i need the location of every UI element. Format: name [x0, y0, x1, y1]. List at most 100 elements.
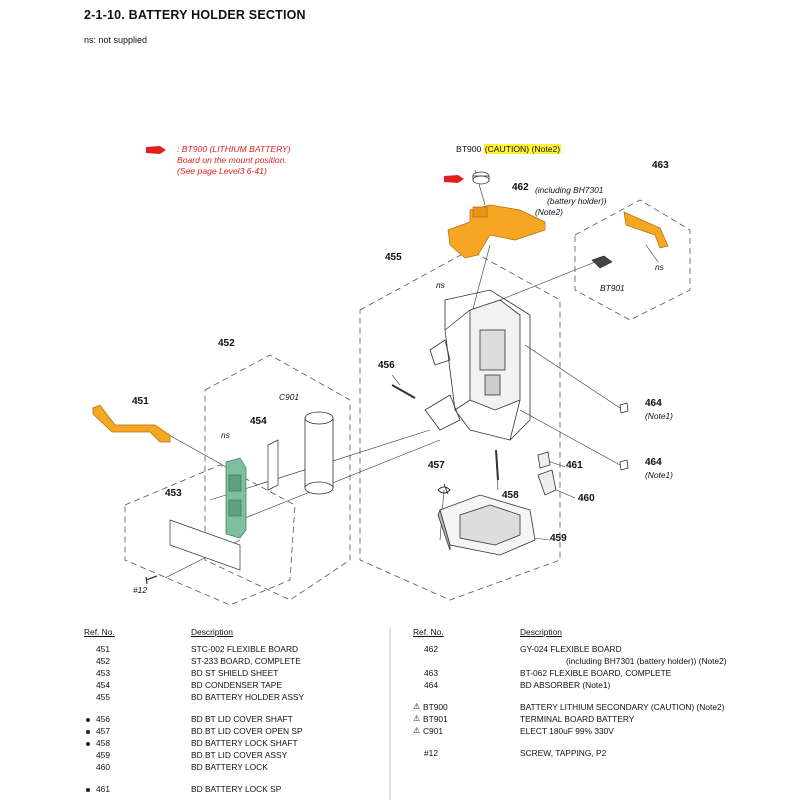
label-462-detail-3: (Note2): [535, 207, 563, 217]
table-ref-cell: 463: [424, 668, 438, 678]
label-454: 454: [250, 416, 267, 427]
warning-line-1: : BT900 (LITHIUM BATTERY): [177, 144, 291, 154]
lid-cover-open-spring-457: [437, 483, 451, 495]
table-desc-cell: BD BATTERY LOCK: [191, 762, 268, 772]
board-452: [225, 457, 247, 539]
group-outline-452: [204, 354, 351, 601]
table-desc-cell: GY-024 FLEXIBLE BOARD: [520, 644, 622, 654]
caution-triangle-icon: ⚠: [413, 714, 421, 723]
label-462-detail-1: (including BH7301: [535, 185, 604, 195]
bt900-caption-prefix: BT900: [456, 144, 484, 154]
table-ref-cell: BT901: [423, 714, 448, 724]
table-desc-cell: BATTERY LITHIUM SECONDARY (CAUTION) (Not…: [520, 702, 725, 712]
lithium-battery-warning: : BT900 (LITHIUM BATTERY) Board on the m…: [177, 144, 291, 177]
table-desc-cell: BD BATTERY HOLDER ASSY: [191, 692, 305, 702]
flexible-board-451: [92, 404, 171, 443]
table-ref-cell: 454: [96, 680, 110, 690]
battery-holder-assy-455: [424, 289, 531, 441]
label-456: 456: [378, 360, 395, 371]
pointing-hand-icon: [444, 175, 464, 183]
table-desc-cell: BD BATTERY LOCK SP: [191, 784, 282, 794]
table-ref-cell: 461: [96, 784, 110, 794]
header-ref-right: Ref. No.: [413, 627, 444, 637]
label-458: 458: [502, 490, 519, 501]
flexible-board-463: [623, 211, 669, 249]
terminal-bt901: [591, 255, 613, 269]
flexible-board-462: [447, 204, 546, 259]
label-459: 459: [550, 533, 567, 544]
table-ref-cell: BT900: [423, 702, 448, 712]
table-ref-cell: 451: [96, 644, 110, 654]
table-desc-cell: (including BH7301 (battery holder)) (Not…: [566, 656, 727, 666]
label-461: 461: [566, 460, 583, 471]
table-desc-cell: BD ST SHIELD SHEET: [191, 668, 279, 678]
warning-line-3: (See page Level3 6-41): [177, 166, 267, 176]
new-part-dot: [86, 730, 90, 734]
group-outline-453: [124, 464, 296, 606]
table-desc-cell: BD BT LID COVER OPEN SP: [191, 726, 303, 736]
label-462: 462: [512, 182, 529, 193]
label-453: 453: [165, 488, 182, 499]
legend-note: ns: not supplied: [84, 35, 148, 45]
section-title: 2-1-10. BATTERY HOLDER SECTION: [84, 8, 306, 22]
table-ref-cell: 452: [96, 656, 110, 666]
caution-highlight: (CAUTION) (Note2): [483, 144, 562, 154]
label-464-b: 464: [645, 457, 662, 468]
table-desc-cell: STC-002 FLEXIBLE BOARD: [191, 644, 299, 654]
table-ref-cell: 456: [96, 714, 110, 724]
screw-12: [145, 575, 158, 585]
new-part-dot: [86, 788, 90, 792]
header-desc-right: Description: [520, 627, 562, 637]
table-desc-cell: BD CONDENSER TAPE: [191, 680, 282, 690]
label-460: 460: [578, 493, 595, 504]
bt900-caption: BT900 (CAUTION) (Note2): [456, 144, 562, 154]
absorber-464: [619, 402, 629, 471]
caution-triangle-icon: ⚠: [413, 726, 421, 735]
lid-cover-shaft-456: [391, 384, 416, 399]
table-desc-cell: BD BT LID COVER ASSY: [191, 750, 288, 760]
capacitor-c901: [304, 411, 334, 495]
table-desc-cell: TERMINAL BOARD BATTERY: [520, 714, 635, 724]
new-part-dot: [86, 742, 90, 746]
shield-sheet-453: [169, 519, 241, 571]
label-c901: C901: [279, 392, 300, 402]
header-desc-left: Description: [191, 627, 233, 637]
label-457: 457: [428, 460, 445, 471]
pointing-hand-icon: [146, 146, 166, 154]
label-452: 452: [218, 338, 235, 349]
warning-line-2: Board on the mount position.: [177, 155, 287, 165]
table-desc-cell: ELECT 180uF 99% 330V: [520, 726, 614, 736]
table-ref-cell: 464: [424, 680, 438, 690]
label-ns-455: ns: [436, 280, 445, 290]
table-ref-cell: C901: [423, 726, 444, 736]
label-462-detail-2: (battery holder)): [547, 196, 607, 206]
battery-lock-shaft-458: [495, 449, 499, 481]
table-desc-cell: ST-233 BOARD, COMPLETE: [191, 656, 301, 666]
table-ref-cell: 453: [96, 668, 110, 678]
group-outline-455: [359, 249, 561, 601]
table-ref-cell: 459: [96, 750, 110, 760]
label-464-a: 464: [645, 398, 662, 409]
condenser-tape-454: [267, 439, 279, 491]
label-ns-452: ns: [221, 430, 230, 440]
table-desc-cell: BT-062 FLEXIBLE BOARD, COMPLETE: [520, 668, 672, 678]
table-ref-cell: 460: [96, 762, 110, 772]
table-ref-cell: #12: [424, 748, 438, 758]
table-ref-cell: 462: [424, 644, 438, 654]
table-desc-cell: BD ABSORBER (Note1): [520, 680, 611, 690]
table-desc-cell: SCREW, TAPPING, P2: [520, 748, 607, 758]
table-desc-cell: BD BT LID COVER SHAFT: [191, 714, 293, 724]
label-note1-b: (Note1): [645, 470, 673, 480]
label-455: 455: [385, 252, 402, 263]
coin-battery-bt900: [472, 171, 490, 185]
label-463: 463: [652, 160, 669, 171]
caution-triangle-icon: ⚠: [413, 702, 421, 711]
header-ref-left: Ref. No.: [84, 627, 115, 637]
label-451: 451: [132, 396, 149, 407]
new-part-dot: [86, 718, 90, 722]
table-ref-cell: 457: [96, 726, 110, 736]
lid-cover-assy-459: [437, 494, 536, 556]
label-bt901: BT901: [600, 283, 625, 293]
group-outline-463: [574, 199, 691, 321]
